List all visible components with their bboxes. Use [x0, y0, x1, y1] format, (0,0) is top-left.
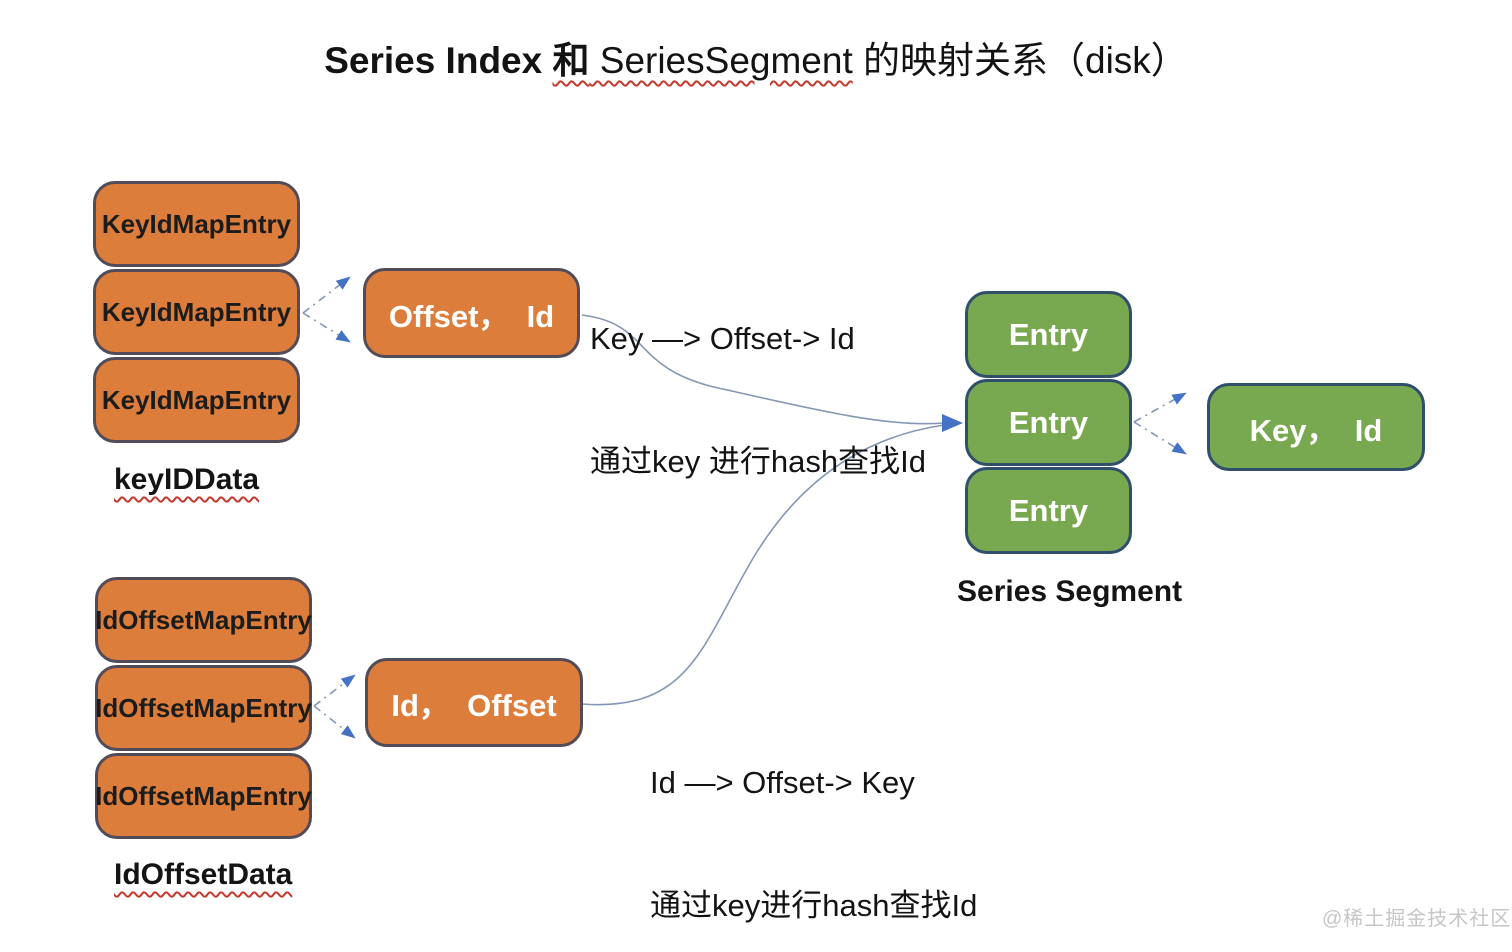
id-offset-label: Id， Offset [391, 688, 557, 723]
bottom-annotation-line1: Id —> Offset-> Key [650, 765, 915, 800]
idoffset-map-entry-label-2: IdOffsetMapEntry [95, 692, 312, 723]
title-part-rest: 的映射关系（disk） [852, 40, 1188, 81]
keyid-map-entry-label-1: KeyIdMapEntry [101, 208, 292, 239]
dashed-arrow-entry-top [1133, 392, 1187, 423]
title-part-he: 和 [552, 40, 590, 81]
keyiddata-label: keyIDData [114, 463, 260, 496]
dashed-arrow-idoffset-bottom [313, 705, 356, 739]
title-part-seriessegment: SeriesSegment [589, 40, 853, 81]
idoffset-map-entry-box-1: IdOffsetMapEntry [95, 577, 312, 663]
entry-box-1: Entry [965, 291, 1132, 378]
entry-label-2: Entry [1008, 404, 1089, 440]
top-annotation: Key —> Offset-> Id 通过key 进行hash查找Id [590, 236, 926, 564]
dashed-arrow-idoffset-top [313, 674, 356, 707]
series-segment-label: Series Segment [957, 575, 1183, 608]
id-offset-box: Id， Offset [365, 658, 583, 747]
merged-arrowhead [942, 414, 963, 432]
curve-offsetid-to-entry [581, 314, 945, 425]
title-part-bold: Series Index [324, 40, 553, 81]
bottom-annotation: Id —> Offset-> Key 通过key进行hash查找Id [650, 680, 977, 952]
idoffset-map-entry-box-3: IdOffsetMapEntry [95, 753, 312, 839]
idoffset-map-entry-label-3: IdOffsetMapEntry [95, 780, 312, 811]
key-id-box: Key， Id [1207, 383, 1425, 471]
entry-box-3: Entry [965, 467, 1132, 554]
idoffset-map-entry-label-1: IdOffsetMapEntry [95, 604, 312, 635]
key-id-label: Key， Id [1249, 412, 1383, 448]
idoffsetdata-label: IdOffsetData [114, 858, 293, 891]
dashed-arrow-entry-bottom [1133, 421, 1187, 455]
keyid-map-entry-label-2: KeyIdMapEntry [101, 296, 292, 327]
top-annotation-line2: 通过key 进行hash查找Id [590, 444, 926, 479]
page-title: Series Index 和 SeriesSegment 的映射关系（disk） [0, 30, 1512, 84]
keyid-map-entry-box-3: KeyIdMapEntry [93, 357, 300, 443]
dashed-arrow-keyid-bottom [302, 312, 351, 343]
offset-id-box: Offset， Id [363, 268, 580, 358]
entry-label-3: Entry [1008, 492, 1089, 528]
curve-idoffset-to-entry [581, 424, 945, 706]
idoffset-map-entry-box-2: IdOffsetMapEntry [95, 665, 312, 751]
dashed-arrow-keyid-top [302, 276, 351, 314]
top-annotation-line1: Key —> Offset-> Id [590, 321, 855, 356]
entry-label-1: Entry [1008, 316, 1089, 352]
entry-box-2: Entry [965, 379, 1132, 466]
offset-id-label: Offset， Id [388, 298, 555, 334]
keyid-map-entry-box-2: KeyIdMapEntry [93, 269, 300, 355]
keyid-map-entry-label-3: KeyIdMapEntry [101, 384, 292, 415]
watermark: @稀土掘金技术社区 [1322, 908, 1512, 930]
keyid-map-entry-box-1: KeyIdMapEntry [93, 181, 300, 267]
bottom-annotation-line2: 通过key进行hash查找Id [650, 888, 978, 923]
